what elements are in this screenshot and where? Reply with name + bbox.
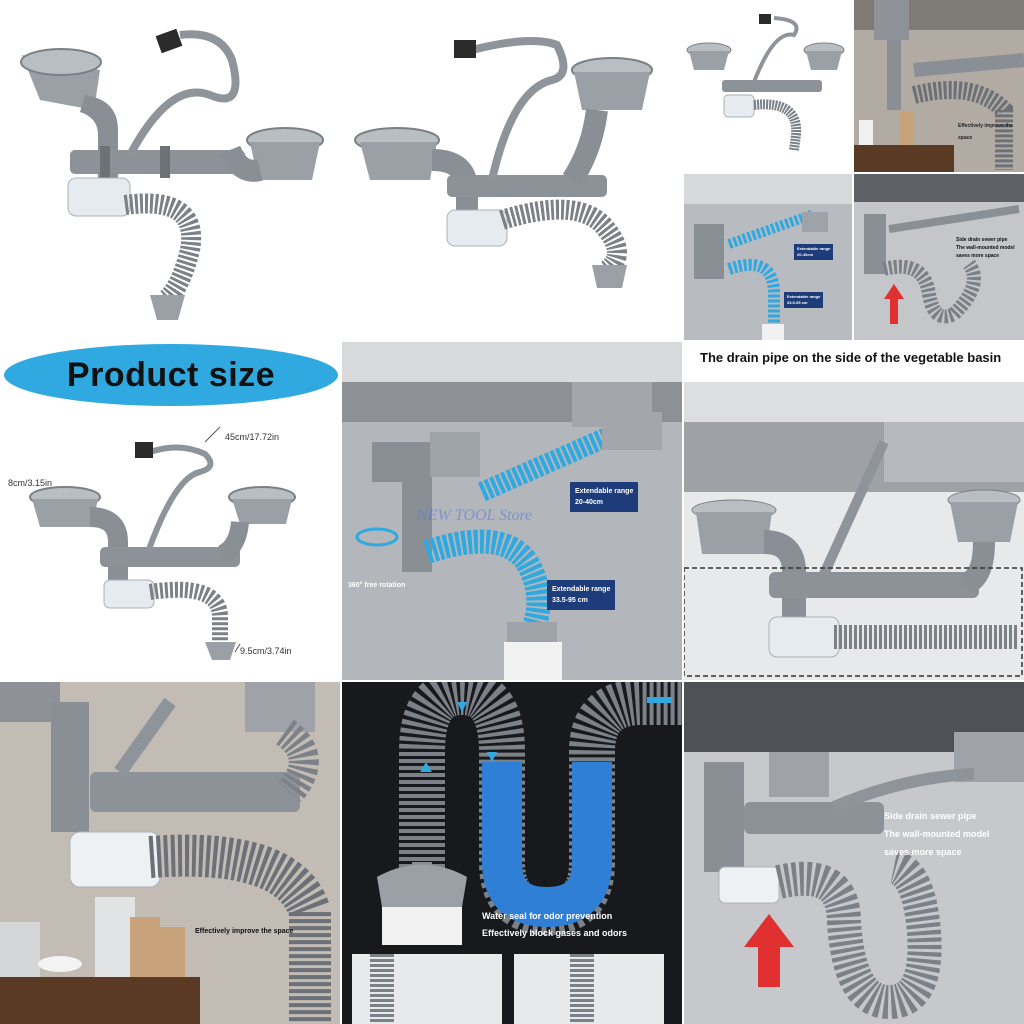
wall-mount-line-3: saves more space: [884, 847, 962, 857]
cabinet-scene-1[interactable]: Effectively improve the space: [854, 0, 1024, 172]
lower-range-value: 33.5-95 cm: [552, 597, 588, 604]
vegetable-basin-drain-photo: [684, 382, 1024, 680]
water-seal-trap-illustration: [342, 682, 682, 1024]
lifestyle-kitchen-panel[interactable]: Effectively improve the space: [0, 682, 340, 1024]
rotation-label: 360° free rotation: [348, 582, 406, 589]
up-arrow-icon: [884, 284, 904, 324]
installation-diagram-panel[interactable]: NEW TOOL Store Extendable range 20-40cm …: [342, 342, 682, 680]
lower-range-tag: Extendable range 33.5-95 cm: [547, 580, 616, 610]
extendable-hose-diagram-small: [684, 174, 852, 340]
side-drain-title: The drain pipe on the side of the vegeta…: [700, 350, 1002, 365]
water-seal-panel[interactable]: Water seal for odor prevention Effective…: [342, 682, 682, 1024]
wall-mounted-drain-illustration: [684, 682, 1024, 1020]
upper-range-value: 20-40cm: [575, 499, 604, 506]
wall-mount-panel[interactable]: Side drain sewer pipe The wall-mounted m…: [684, 682, 1024, 1024]
product-size-title: Product size: [66, 355, 276, 394]
side-drain-panel[interactable]: The drain pipe on the side of the vegeta…: [684, 342, 1024, 680]
product-size-panel[interactable]: Product size 45cm/17.72in 8cm/3.15in 9.5…: [0, 342, 340, 680]
under-sink-cabinet-photo: [854, 0, 1024, 172]
water-seal-line-1: Water seal for odor prevention: [482, 911, 613, 921]
lifestyle-caption: Effectively improve the space: [195, 928, 294, 935]
sink-drain-kit-illustration-alt: [354, 37, 653, 288]
side-drain-diagram-small: [854, 174, 1024, 324]
wall-mount-line-1: Side drain sewer pipe: [884, 811, 977, 821]
sink-drain-kit-illustration: [20, 28, 324, 320]
product-image-3[interactable]: [684, 0, 852, 172]
cabinet-scene-caption: Effectively improve the space: [958, 123, 1013, 141]
lower-range-title: Extendable range: [552, 586, 611, 593]
upper-range-title: Extendable range: [575, 488, 634, 495]
pipe-dimension-label: 9.5cm/3.74in: [240, 646, 292, 656]
kitchen-cabinet-photo: [0, 682, 340, 1024]
water-seal-line-2: Effectively block gases and odors: [482, 928, 628, 938]
up-arrow-icon: [744, 914, 794, 987]
extendable-installation-illustration: [342, 342, 682, 680]
flow-arrow-up-icon: [420, 762, 432, 772]
dimension-diagram: [29, 426, 296, 660]
upper-range-tag: Extendable range 20-40cm: [570, 482, 639, 512]
width-dimension-label: 45cm/17.72in: [225, 432, 280, 442]
height-dimension-label: 8cm/3.15in: [8, 478, 53, 488]
product-image-2[interactable]: [342, 0, 682, 340]
product-size-banner: Product size: [4, 344, 338, 406]
wall-mount-line-2: The wall-mounted model: [884, 829, 990, 839]
product-image-1[interactable]: [0, 0, 340, 340]
sink-drain-kit-thumbnail: [686, 14, 845, 151]
store-watermark: NEW TOOL Store: [417, 507, 533, 524]
